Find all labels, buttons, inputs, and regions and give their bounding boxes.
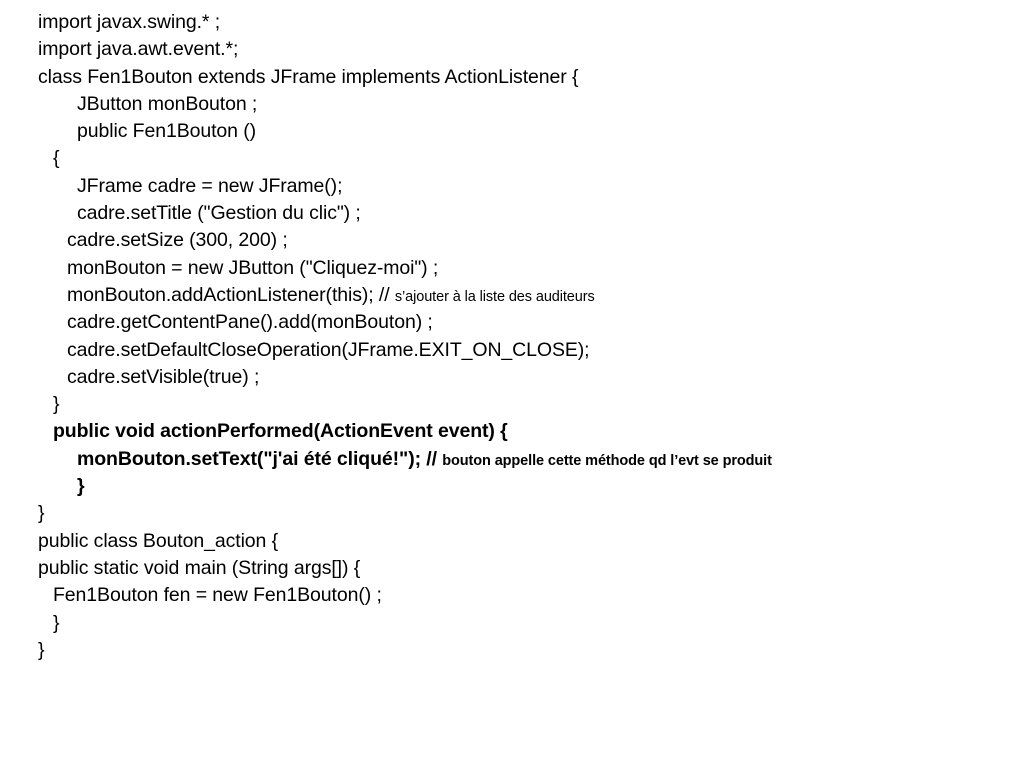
code-line: monBouton.setText("j'ai été cliqué!"); /… xyxy=(38,446,772,473)
code-line: JButton monBouton ; xyxy=(38,91,772,118)
code-text: public Fen1Bouton () xyxy=(77,120,257,143)
code-text: public static void main (String args[]) … xyxy=(38,556,361,579)
code-line: cadre.setSize (300, 200) ; xyxy=(38,227,772,254)
code-text: import javax.swing.* ; xyxy=(38,11,221,33)
code-line: class Fen1Bouton extends JFrame implemen… xyxy=(38,64,772,91)
code-line: } xyxy=(38,500,772,527)
code-line: import java.awt.event.*; xyxy=(38,36,772,63)
code-line: public static void main (String args[]) … xyxy=(38,555,772,582)
code-line: cadre.setDefaultCloseOperation(JFrame.EX… xyxy=(38,337,772,364)
code-line: } xyxy=(38,610,772,637)
code-line: public Fen1Bouton () xyxy=(38,118,772,145)
code-text: class Fen1Bouton extends JFrame implemen… xyxy=(38,65,579,88)
code-text: } xyxy=(38,502,45,525)
code-text: { xyxy=(53,147,60,170)
code-text: } xyxy=(53,611,60,634)
code-text: import java.awt.event.*; xyxy=(38,38,239,61)
code-text: JButton monBouton ; xyxy=(77,92,258,115)
code-text: JFrame cadre = new JFrame(); xyxy=(77,174,343,197)
code-text: Fen1Bouton fen = new Fen1Bouton() ; xyxy=(53,584,382,607)
code-text: cadre.getContentPane().add(monBouton) ; xyxy=(67,311,433,334)
code-comment: s’ajouter à la liste des auditeurs xyxy=(394,288,595,305)
code-text: monBouton.addActionListener(this); // xyxy=(67,283,395,306)
code-comment: bouton appelle cette méthode qd l’evt se… xyxy=(442,452,772,469)
code-line: } xyxy=(38,637,772,664)
code-line: cadre.setVisible(true) ; xyxy=(38,364,772,391)
code-text: } xyxy=(77,475,85,498)
code-text: cadre.setSize (300, 200) ; xyxy=(67,229,288,252)
code-line: import javax.swing.* ; xyxy=(38,9,772,36)
code-text: cadre.setVisible(true) ; xyxy=(67,365,260,388)
code-line: monBouton.addActionListener(this); // s’… xyxy=(38,282,772,309)
code-line: } xyxy=(38,473,772,500)
code-line: public void actionPerformed(ActionEvent … xyxy=(38,418,772,445)
code-line: { xyxy=(38,145,772,172)
code-text: cadre.setDefaultCloseOperation(JFrame.EX… xyxy=(67,338,590,361)
code-text: cadre.setTitle ("Gestion du clic") ; xyxy=(77,202,361,225)
code-text: } xyxy=(38,638,45,661)
code-line: } xyxy=(38,391,772,418)
code-text: monBouton = new JButton ("Cliquez-moi") … xyxy=(67,256,439,279)
code-text: monBouton.setText("j'ai été cliqué!"); /… xyxy=(77,447,443,470)
code-text: public class Bouton_action { xyxy=(38,529,279,552)
code-text: } xyxy=(53,393,60,416)
code-text: public void actionPerformed(ActionEvent … xyxy=(53,420,508,443)
code-line: cadre.setTitle ("Gestion du clic") ; xyxy=(38,200,772,227)
code-line: public class Bouton_action { xyxy=(38,528,772,555)
code-line: Fen1Bouton fen = new Fen1Bouton() ; xyxy=(38,582,772,609)
code-line: monBouton = new JButton ("Cliquez-moi") … xyxy=(38,255,772,282)
code-line: JFrame cadre = new JFrame(); xyxy=(38,173,772,200)
code-line: cadre.getContentPane().add(monBouton) ; xyxy=(38,309,772,336)
code-listing: import javax.swing.* ; import java.awt.ev… xyxy=(38,9,772,664)
